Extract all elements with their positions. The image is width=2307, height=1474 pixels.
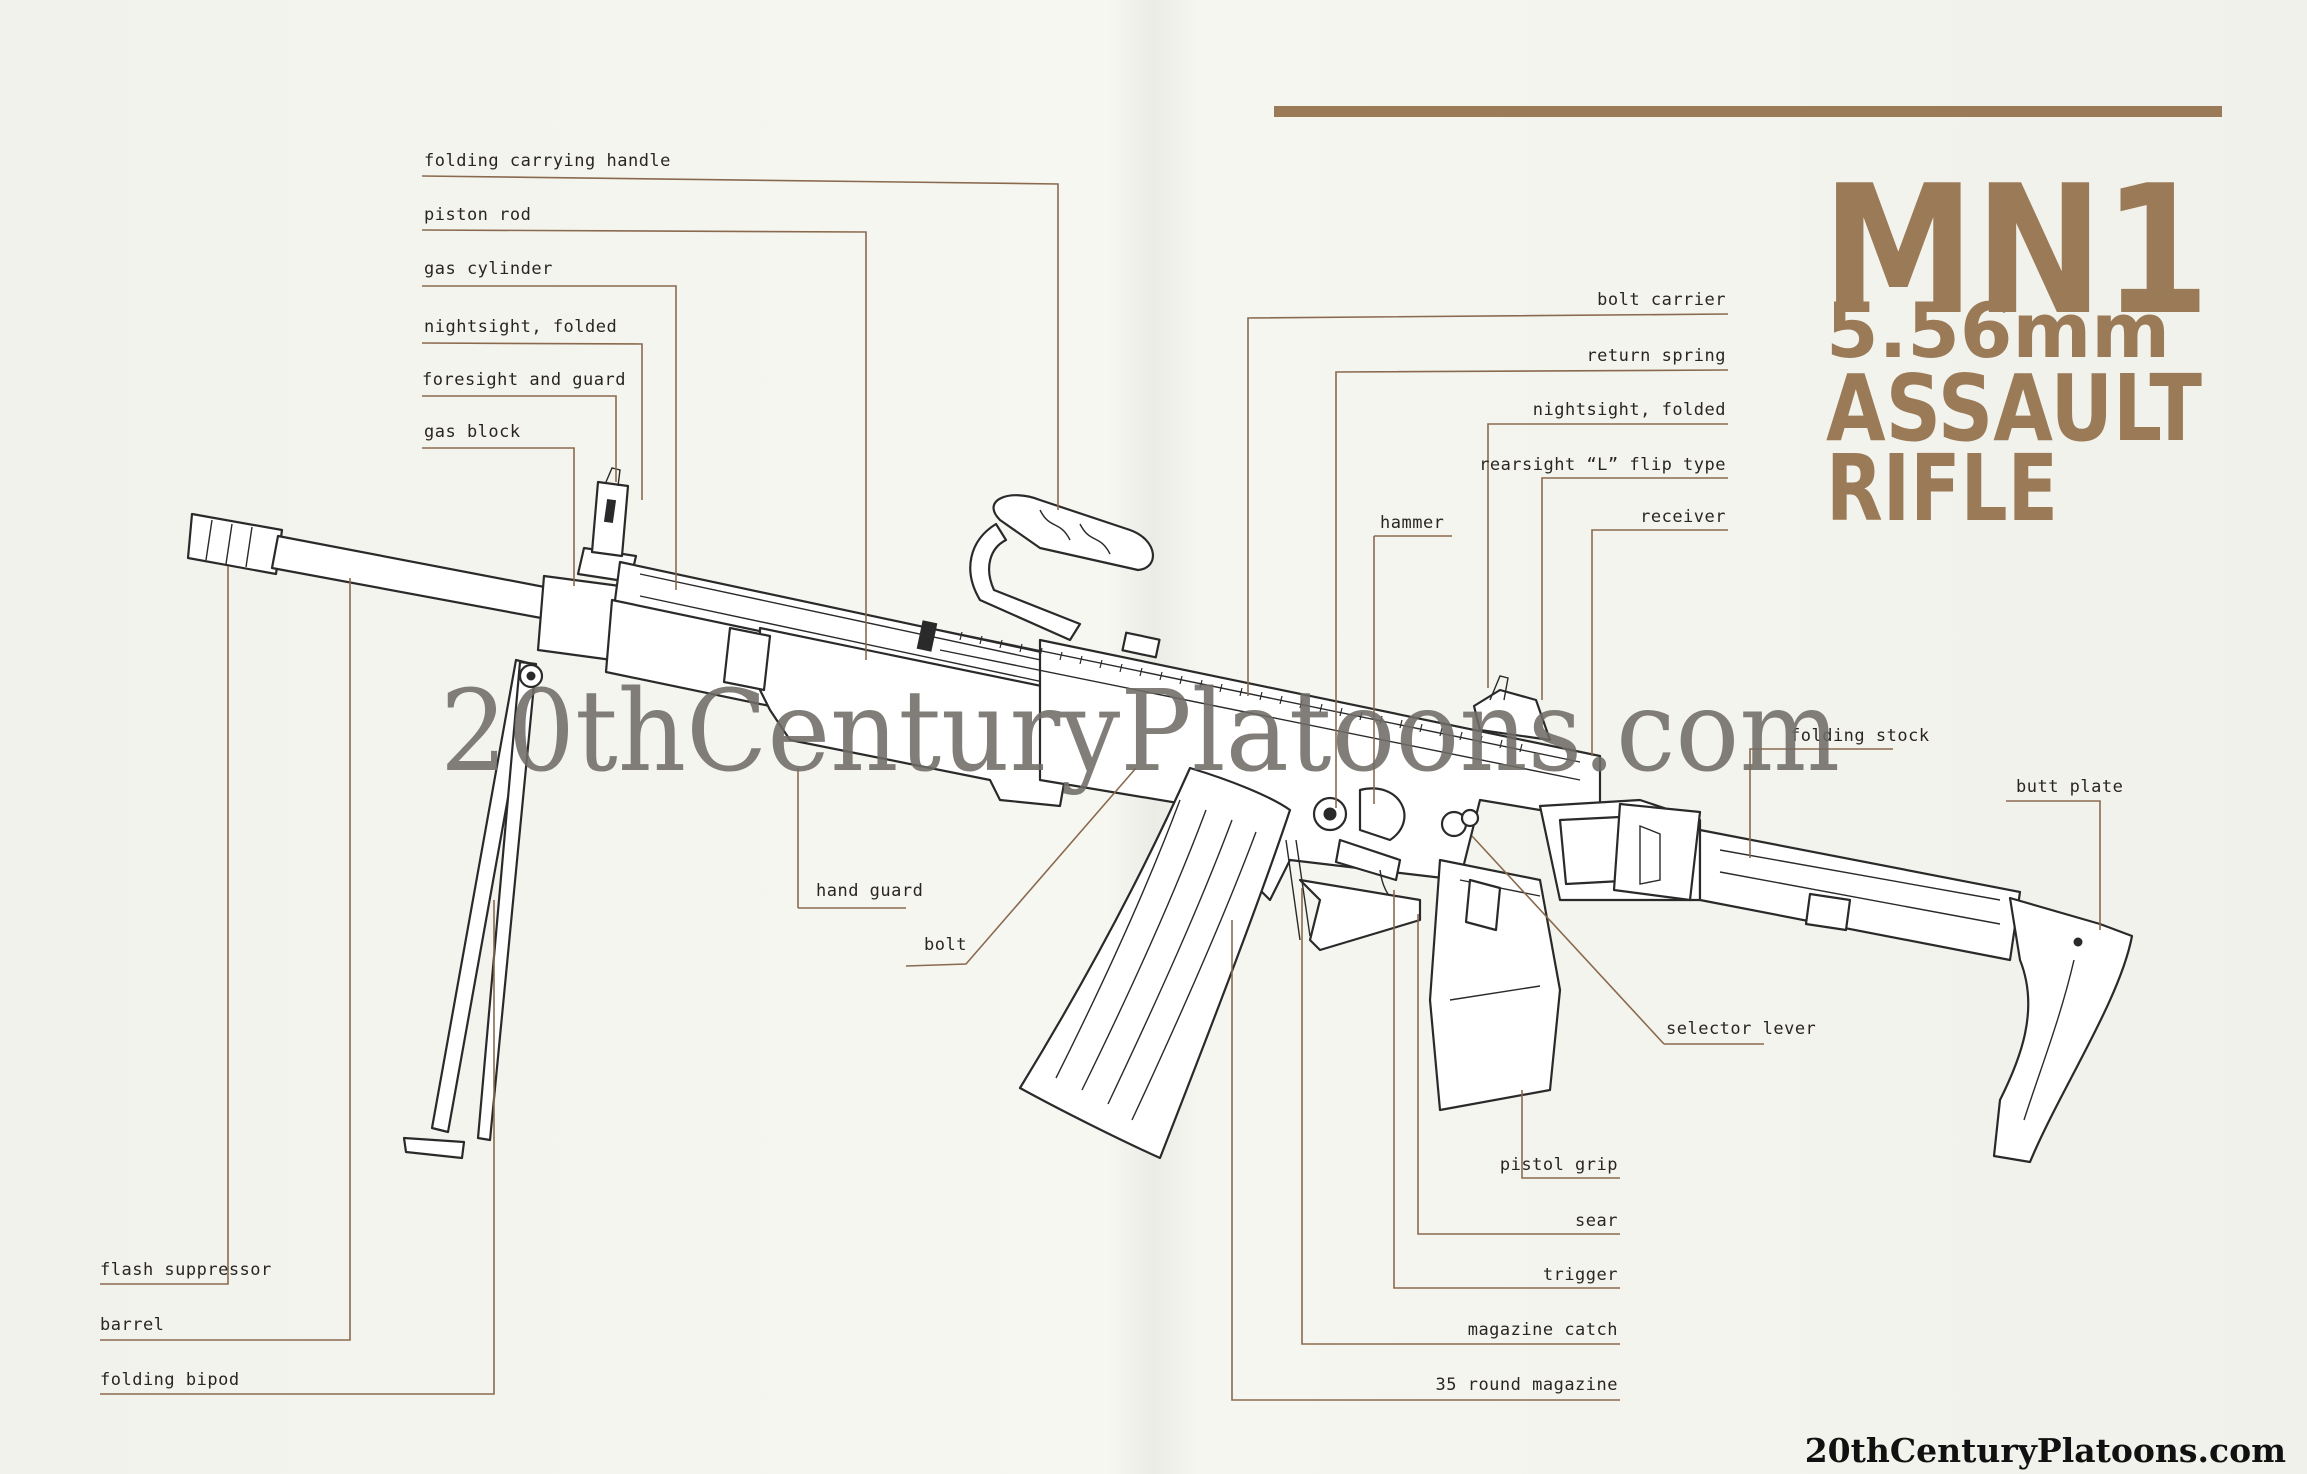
rack-teeth — [959, 631, 1523, 753]
label-flash-suppressor: flash suppressor — [100, 1260, 272, 1280]
title-caliber: 5.56mm — [1826, 286, 2170, 375]
label-trigger: trigger — [1543, 1265, 1618, 1285]
rifle-illustration — [186, 467, 2134, 1164]
label-bolt-carrier: bolt carrier — [1597, 290, 1726, 310]
label-piston-rod: piston rod — [424, 205, 531, 225]
label-nightsight-front: nightsight, folded — [424, 317, 617, 337]
label-folding-bipod: folding bipod — [100, 1370, 240, 1390]
label-return-spring: return spring — [1586, 346, 1726, 366]
label-bolt: bolt — [924, 935, 967, 955]
label-barrel: barrel — [100, 1315, 164, 1335]
label-sear: sear — [1575, 1211, 1618, 1231]
label-hand-guard: hand guard — [816, 881, 923, 901]
label-gas-cylinder: gas cylinder — [424, 259, 553, 279]
title-assault: ASSAULT — [1826, 355, 2202, 462]
label-nightsight-rear: nightsight, folded — [1533, 400, 1726, 420]
label-selector-lever: selector lever — [1666, 1019, 1816, 1039]
label-butt-plate: butt plate — [2016, 777, 2123, 797]
label-35-round-magazine: 35 round magazine — [1436, 1375, 1619, 1395]
label-folding-stock: folding stock — [1790, 726, 1930, 746]
title-model: MN1 — [1822, 147, 2210, 354]
label-hammer: hammer — [1380, 513, 1444, 533]
label-rearsight: rearsight “L” flip type — [1479, 455, 1726, 475]
title-rule — [1274, 106, 2222, 117]
label-pistol-grip: pistol grip — [1500, 1155, 1618, 1175]
title-block: MN1 5.56mm ASSAULT RIFLE — [1822, 147, 2210, 542]
label-folding-carrying-handle: folding carrying handle — [424, 151, 671, 171]
part-labels: folding carrying handle piston rod gas c… — [100, 151, 2123, 1395]
watermark-center: 20thCenturyPlatoons.com — [440, 667, 1840, 797]
label-magazine-catch: magazine catch — [1468, 1320, 1618, 1340]
title-rifle: RIFLE — [1826, 435, 2058, 542]
label-foresight-and-guard: foresight and guard — [422, 370, 626, 390]
label-gas-block: gas block — [424, 422, 521, 442]
leader-lines — [100, 175, 2101, 1401]
watermark-corner: 20thCenturyPlatoons.com — [1805, 1431, 2286, 1470]
label-receiver: receiver — [1640, 507, 1726, 527]
